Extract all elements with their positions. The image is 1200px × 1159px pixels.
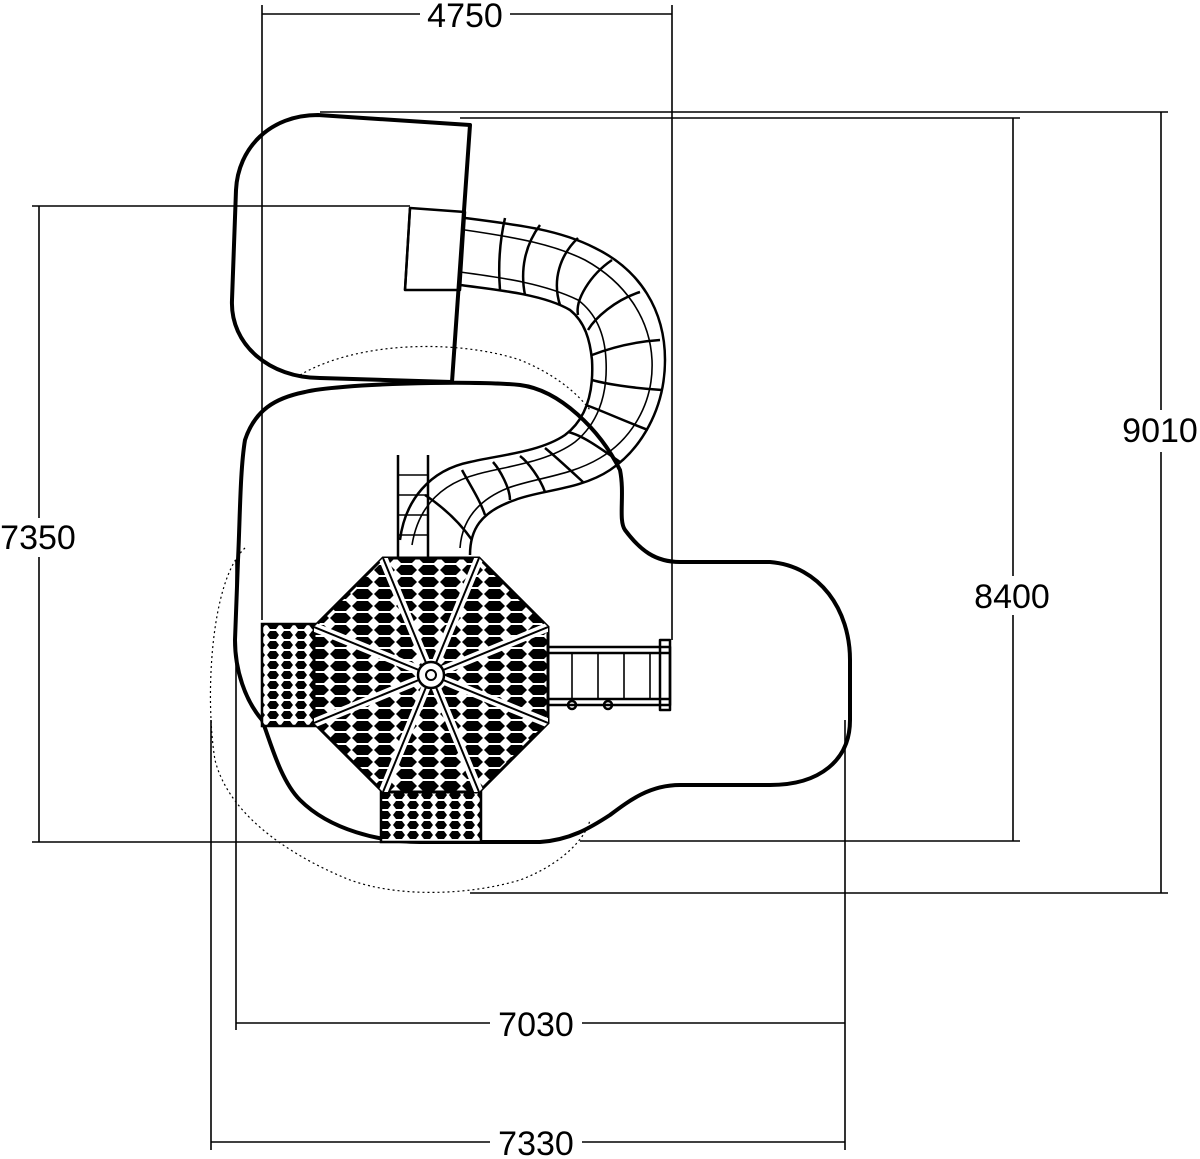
dimension-label-outer-width: 7330: [498, 1125, 574, 1159]
bottom-climbing-panel: [379, 788, 483, 844]
dimension-label-inner-width: 7030: [498, 1006, 574, 1044]
dimension-inner-width: 7030: [235, 560, 846, 1150]
slide-exit-zone: [229, 113, 472, 384]
dimension-label-outer-height: 9010: [1122, 412, 1198, 450]
dimension-label-top-width: 4750: [427, 0, 503, 35]
access-ladder: [396, 455, 430, 560]
dimension-label-left-height: 7350: [0, 519, 76, 557]
tube-slide: [398, 206, 667, 556]
octagonal-roof: [312, 556, 550, 794]
dimension-label-inner-height: 8400: [974, 578, 1050, 616]
dimension-inner-height: 8400: [460, 117, 1050, 842]
left-climbing-panel: [260, 622, 318, 728]
dimension-outer-height: 9010: [320, 111, 1198, 894]
dimension-outer-width: 7330: [210, 720, 845, 1159]
dimension-left-height: 7350: [0, 205, 410, 843]
side-bridge: [546, 638, 672, 712]
dimension-top-width: 4750: [261, 0, 673, 640]
safety-zone-outline: [209, 345, 591, 893]
